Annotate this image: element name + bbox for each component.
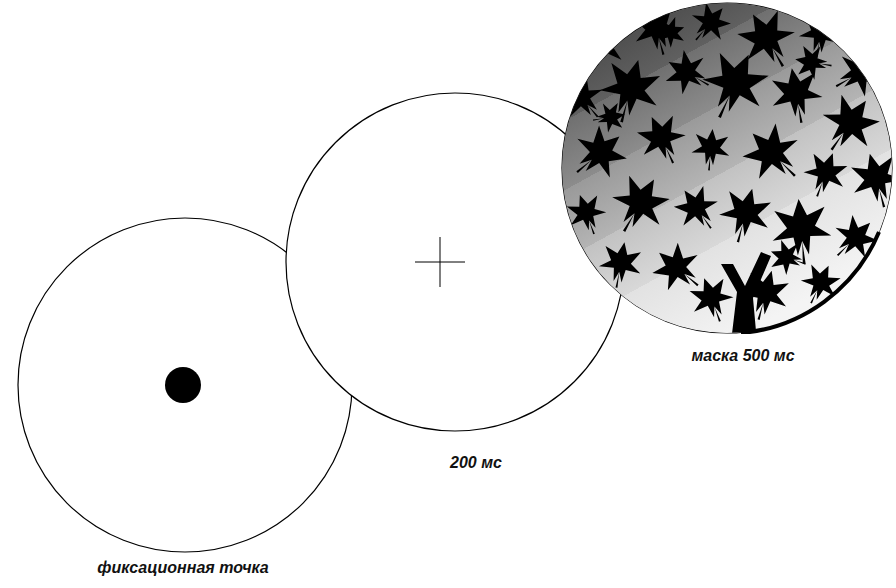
mask-illustration — [561, 2, 893, 334]
stage-label: 200 мс — [450, 453, 502, 472]
mask-circle: маска 500 мс — [561, 2, 893, 334]
stage-label: фиксационная точка — [97, 558, 268, 577]
cross-symbol — [415, 237, 465, 287]
stage-label: маска 500 мс — [691, 346, 794, 365]
fixation-dot — [165, 367, 201, 403]
